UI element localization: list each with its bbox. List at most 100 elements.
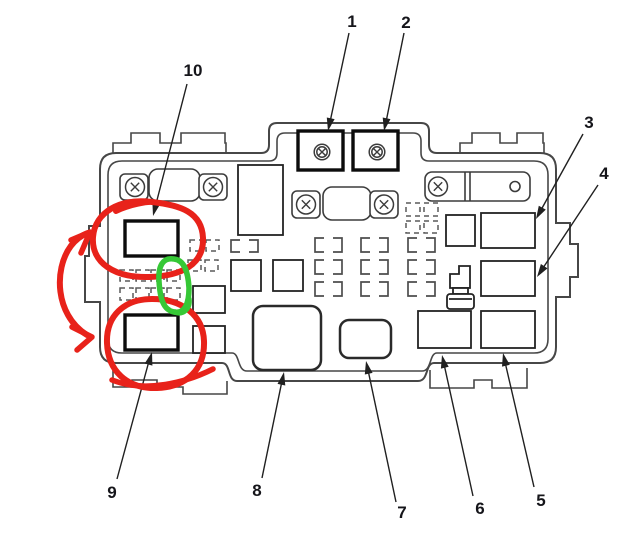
fuse-slot <box>407 237 436 253</box>
case-inner-outline <box>107 132 549 372</box>
fuse-slot <box>423 202 439 217</box>
red-circle-9-overshoot-stroke <box>109 366 216 389</box>
callout-10: 10 <box>152 61 202 216</box>
fuse-slot <box>314 259 343 275</box>
callout-3-arrowhead <box>536 205 546 219</box>
screw-icon <box>124 176 146 198</box>
red-arrowhead-bottom <box>69 324 95 353</box>
fuse-slot <box>360 281 389 297</box>
bolt-hole <box>509 180 521 193</box>
component-square <box>445 214 476 247</box>
callout-4-label: 4 <box>599 164 609 183</box>
screw-terminal-2 <box>351 129 400 172</box>
callout-9-label: 9 <box>107 483 116 502</box>
mounting-tab-bottom-right <box>429 368 528 389</box>
callout-9: 9 <box>107 352 153 502</box>
fuse-slot <box>360 259 389 275</box>
screw-icon <box>295 194 317 215</box>
callout-8-line <box>261 380 283 479</box>
screw-icon <box>427 176 449 197</box>
case-outer-outline <box>84 122 579 382</box>
relay-box-5 <box>480 310 536 349</box>
fuse-slot <box>314 237 343 253</box>
fuse-slot <box>405 220 421 234</box>
callout-3-label: 3 <box>584 113 593 132</box>
main-fuse-holder-right <box>424 171 531 202</box>
callout-3-line <box>540 133 584 211</box>
callout-1: 1 <box>326 12 357 131</box>
callout-5-arrowhead <box>502 353 510 367</box>
callout-7-arrowhead <box>364 361 373 375</box>
red-annotations <box>56 198 216 392</box>
relay-box-6 <box>417 310 472 349</box>
relay-box-3 <box>480 212 536 249</box>
component-square <box>230 259 262 292</box>
component-square <box>192 285 226 314</box>
callout-10-arrowhead <box>152 202 161 216</box>
callout-4-line <box>542 184 599 269</box>
callout-10-line <box>155 83 188 205</box>
green-annotation <box>156 256 192 316</box>
screw-icon <box>373 194 395 215</box>
callout-9-arrowhead <box>144 352 153 366</box>
screw-icon <box>368 143 386 161</box>
fuse-slot <box>187 259 202 272</box>
fuse-slot <box>423 220 439 234</box>
callout-6-label: 6 <box>475 499 484 518</box>
relay-box-10 <box>123 219 180 258</box>
callout-1-line <box>329 32 350 123</box>
relay-box-9 <box>123 313 180 352</box>
fuse-slot <box>405 202 421 217</box>
callout-7-label: 7 <box>397 503 406 522</box>
callout-3: 3 <box>536 113 594 219</box>
fuse-slot-group-upper-right <box>405 202 439 234</box>
red-circle-around-relay-10 <box>89 198 207 281</box>
fuse-slot-grid-center <box>314 237 436 297</box>
callout-1-label: 1 <box>347 12 356 31</box>
callout-8: 8 <box>252 372 286 500</box>
callout-8-arrowhead <box>277 372 286 386</box>
terminal-1-box <box>296 129 345 172</box>
callout-5-line <box>504 361 535 488</box>
green-oval-tail <box>172 296 192 316</box>
screw-icon <box>202 176 224 198</box>
small-capacitor-component <box>446 287 475 310</box>
callout-9-line <box>116 360 150 480</box>
fuse-slot <box>119 287 134 301</box>
relay-box-7 <box>338 318 393 360</box>
fuse-slot <box>205 239 220 252</box>
main-fuse-holder-center <box>291 186 399 221</box>
fuse-slot <box>407 281 436 297</box>
callout-2-arrowhead <box>382 117 391 131</box>
fuse-slot <box>230 239 259 253</box>
callout-6-line <box>443 363 474 497</box>
callout-4-arrowhead <box>537 264 548 277</box>
callout-7-line <box>367 369 397 503</box>
callout-6: 6 <box>440 355 485 518</box>
callout-1-arrowhead <box>326 117 335 131</box>
callout-10-label: 10 <box>184 61 203 80</box>
fuse-slot <box>166 269 181 282</box>
component-square <box>192 325 226 354</box>
fuse-slot <box>204 259 219 272</box>
fuse-slot <box>360 237 389 253</box>
stepped-connector <box>449 265 471 289</box>
main-fuse-holder-left <box>119 168 228 202</box>
screw-terminal-1 <box>296 129 345 172</box>
fuse-slot <box>407 259 436 275</box>
callout-2-line <box>385 32 405 123</box>
callout-6-arrowhead <box>440 355 449 369</box>
callout-2: 2 <box>382 13 411 131</box>
mounting-tab-top-right <box>459 132 545 153</box>
fuse-slot <box>314 281 343 297</box>
callout-2-label: 2 <box>401 13 410 32</box>
screw-icon <box>313 143 331 161</box>
callout-4: 4 <box>537 164 609 277</box>
callout-7: 7 <box>364 361 407 522</box>
mounting-tab-top-left <box>112 132 227 153</box>
relay-box-4 <box>480 260 536 297</box>
callout-5-label: 5 <box>536 491 545 510</box>
callout-5: 5 <box>502 353 546 510</box>
